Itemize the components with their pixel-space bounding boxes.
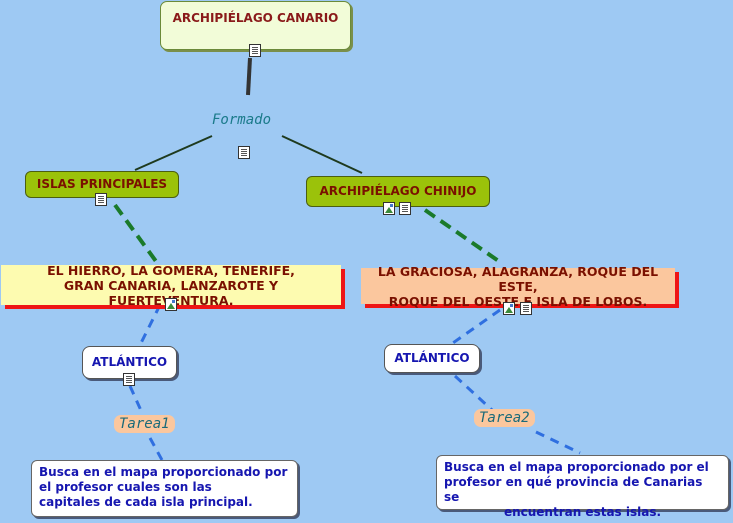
doc-icon[interactable] bbox=[95, 193, 107, 206]
image-icon[interactable] bbox=[383, 202, 395, 215]
link-root-formado bbox=[246, 57, 252, 96]
note-line-1: Busca en el mapa proporcionado por bbox=[39, 465, 288, 479]
doc-icon[interactable] bbox=[520, 302, 532, 315]
link-formado-islas bbox=[134, 135, 213, 171]
concept-atlantico-left-label: ATLÁNTICO bbox=[91, 355, 168, 369]
doc-icon[interactable] bbox=[238, 146, 250, 159]
note-line-3: encuentran estas islas. bbox=[503, 505, 662, 519]
note-line-1: Busca en el mapa proporcionado por el bbox=[444, 460, 709, 474]
list-line-1: LA GRACIOSA, ALAGRANZA, ROQUE DEL ESTE, bbox=[377, 263, 659, 294]
link-formado-chinijo bbox=[281, 135, 363, 174]
image-icon[interactable] bbox=[165, 298, 177, 311]
link-tarea2-note bbox=[535, 430, 581, 455]
concept-chinijo-list[interactable]: LA GRACIOSA, ALAGRANZA, ROQUE DEL ESTE, … bbox=[361, 264, 675, 309]
link-islas-list bbox=[113, 203, 160, 266]
list-line-1: EL HIERRO, LA GOMERA, TENERIFE, bbox=[47, 262, 295, 278]
concept-islas-principales-label: ISLAS PRINCIPALES bbox=[36, 177, 168, 191]
image-icon[interactable] bbox=[503, 302, 515, 315]
doc-icon[interactable] bbox=[399, 202, 411, 215]
tarea1-label[interactable]: Tarea1 bbox=[114, 415, 175, 433]
task-note-right[interactable]: Busca en el mapa proporcionado por el pr… bbox=[436, 455, 729, 519]
link-tarea1-note bbox=[148, 437, 164, 461]
link-list-atlantico-left bbox=[138, 304, 162, 346]
link-list-atlantico-right bbox=[449, 308, 501, 347]
link-atlantico-tarea2 bbox=[453, 374, 494, 412]
concept-atlantico-right[interactable]: ATLÁNTICO bbox=[384, 344, 480, 373]
doc-icon[interactable] bbox=[123, 373, 135, 386]
task-note-left[interactable]: Busca en el mapa proporcionado por el pr… bbox=[31, 460, 298, 517]
note-line-3: capitales de cada isla principal. bbox=[39, 495, 253, 509]
doc-icon[interactable] bbox=[249, 44, 261, 57]
tarea2-label[interactable]: Tarea2 bbox=[474, 409, 535, 427]
root-concept-label: ARCHIPIÉLAGO CANARIO bbox=[172, 11, 339, 25]
note-line-2: el profesor cuales son las bbox=[39, 480, 212, 494]
concept-archipielago-chinijo-label: ARCHIPIÉLAGO CHINIJO bbox=[319, 184, 477, 198]
list-line-2: ROQUE DEL OESTE E ISLA DE LOBOS. bbox=[388, 293, 648, 309]
linking-phrase-formado: Formado bbox=[212, 112, 272, 128]
link-atlantico-tarea1 bbox=[128, 385, 145, 416]
concept-atlantico-right-label: ATLÁNTICO bbox=[394, 351, 470, 365]
concept-archipielago-chinijo[interactable]: ARCHIPIÉLAGO CHINIJO bbox=[306, 176, 490, 207]
link-chinijo-list bbox=[423, 208, 502, 264]
root-concept[interactable]: ARCHIPIÉLAGO CANARIO bbox=[160, 1, 351, 50]
note-line-2: profesor en qué provincia de Canarias se bbox=[444, 475, 703, 504]
